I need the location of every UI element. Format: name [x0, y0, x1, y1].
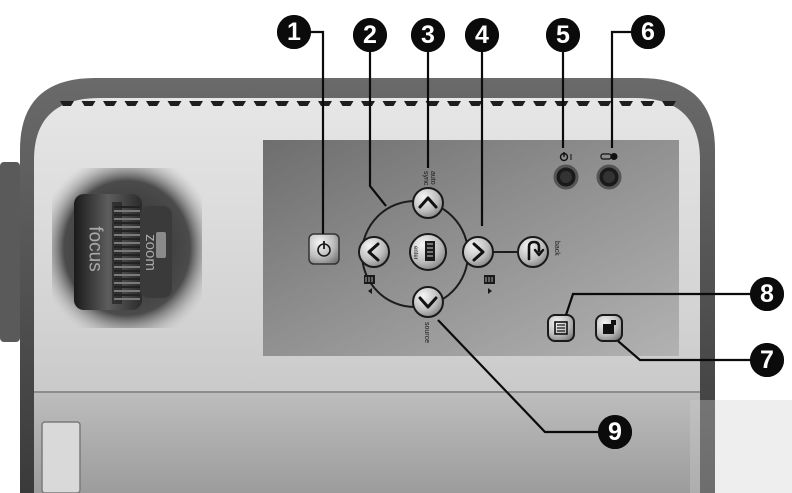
zoom-rib [114, 286, 140, 288]
lens-assembly [52, 168, 202, 328]
vent-slot [81, 101, 96, 106]
callout-number-5: 5 [546, 18, 580, 52]
zoom-rib [114, 246, 140, 248]
keystone-plus-icon [484, 275, 495, 294]
foot-slot [41, 421, 81, 493]
vent-slot [275, 101, 289, 106]
source-label: source [423, 322, 430, 344]
vent-slot [318, 101, 332, 106]
keystone-minus-icon [364, 275, 375, 294]
zoom-label: zoom [141, 234, 159, 271]
temperature-light [596, 164, 622, 190]
zoom-rib [114, 238, 140, 240]
callout-number-4: 4 [465, 18, 499, 52]
picture-button[interactable] [595, 314, 623, 342]
zoom-rib [114, 254, 140, 256]
zoom-rib [114, 270, 140, 272]
side-edge [0, 162, 20, 342]
zoom-rib [114, 262, 140, 264]
callout-number-7: 7 [750, 343, 784, 377]
power-button[interactable] [308, 233, 340, 265]
vent-slot [232, 101, 246, 106]
arrow-left-icon [367, 242, 380, 262]
arrow-down-icon [418, 296, 438, 309]
power-light [553, 164, 579, 190]
vent-slot [447, 101, 461, 106]
temperature-light-icon [600, 153, 618, 160]
zoom-rib [114, 266, 140, 268]
arrow-up-icon [418, 196, 438, 209]
vent-slot [124, 101, 139, 106]
left-button[interactable] [358, 236, 390, 268]
arrow-right-icon [472, 242, 485, 262]
vent-slot [576, 101, 590, 106]
zoom-rib [114, 250, 140, 252]
up-button[interactable] [412, 187, 444, 219]
back-icon [527, 240, 541, 261]
back-button[interactable] [517, 236, 549, 268]
vent-slot [103, 101, 117, 106]
auto-sync-label: auto sync [422, 171, 436, 186]
vent-slot [361, 101, 375, 106]
callout-number-9: 9 [598, 415, 632, 449]
focus-label: focus [84, 226, 106, 272]
enter-label: enter [412, 246, 418, 260]
vent-slot [533, 101, 547, 106]
zoom-rib [114, 274, 140, 276]
vent-slot [167, 101, 182, 106]
zoom-rib [114, 210, 140, 212]
vent-slot [146, 101, 160, 106]
zoom-rib [114, 258, 140, 260]
vent-slot [468, 101, 483, 106]
zoom-rib [114, 282, 140, 284]
vent-slot [554, 101, 569, 106]
vent-slot [339, 101, 354, 106]
zoom-rib [114, 206, 140, 208]
vent-slot [597, 101, 612, 106]
zoom-tab [156, 232, 166, 258]
callout-number-2: 2 [353, 18, 387, 52]
zoom-rib [114, 222, 140, 224]
vent-slot [253, 101, 268, 106]
menu-icon [554, 321, 568, 335]
zoom-rib [114, 226, 140, 228]
vent-slot [490, 101, 504, 106]
callout-number-1: 1 [277, 15, 311, 49]
callout-number-8: 8 [750, 277, 784, 311]
vent-slot [640, 101, 655, 106]
picture-mode-icon [603, 324, 614, 334]
zoom-rib [114, 278, 140, 280]
enter-icon [425, 241, 435, 261]
vent-slot [662, 101, 676, 106]
vent-slot [210, 101, 225, 106]
vent-slot [296, 101, 311, 106]
zoom-rib [114, 234, 140, 236]
enter-button[interactable] [409, 233, 447, 271]
right-button[interactable] [462, 236, 494, 268]
vent-grille [60, 101, 676, 106]
vent-slot [189, 101, 203, 106]
zoom-rib [114, 230, 140, 232]
callout-number-6: 6 [631, 15, 665, 49]
vent-slot [619, 101, 633, 106]
callout-number-3: 3 [411, 18, 445, 52]
zoom-rib [114, 294, 140, 296]
back-label: back [553, 241, 560, 256]
down-button[interactable] [412, 286, 444, 318]
zoom-rib [114, 242, 140, 244]
power-light-icon [559, 152, 572, 162]
zoom-rib [114, 218, 140, 220]
zoom-ring-ribs [114, 206, 140, 300]
zoom-rib [114, 214, 140, 216]
vent-slot [404, 101, 418, 106]
callout-leaders [310, 30, 750, 434]
vent-slot [60, 101, 74, 106]
menu-button[interactable] [547, 314, 575, 342]
vent-slot [511, 101, 526, 106]
vent-slot [382, 101, 397, 106]
zoom-rib [114, 290, 140, 292]
zoom-rib [114, 298, 140, 300]
